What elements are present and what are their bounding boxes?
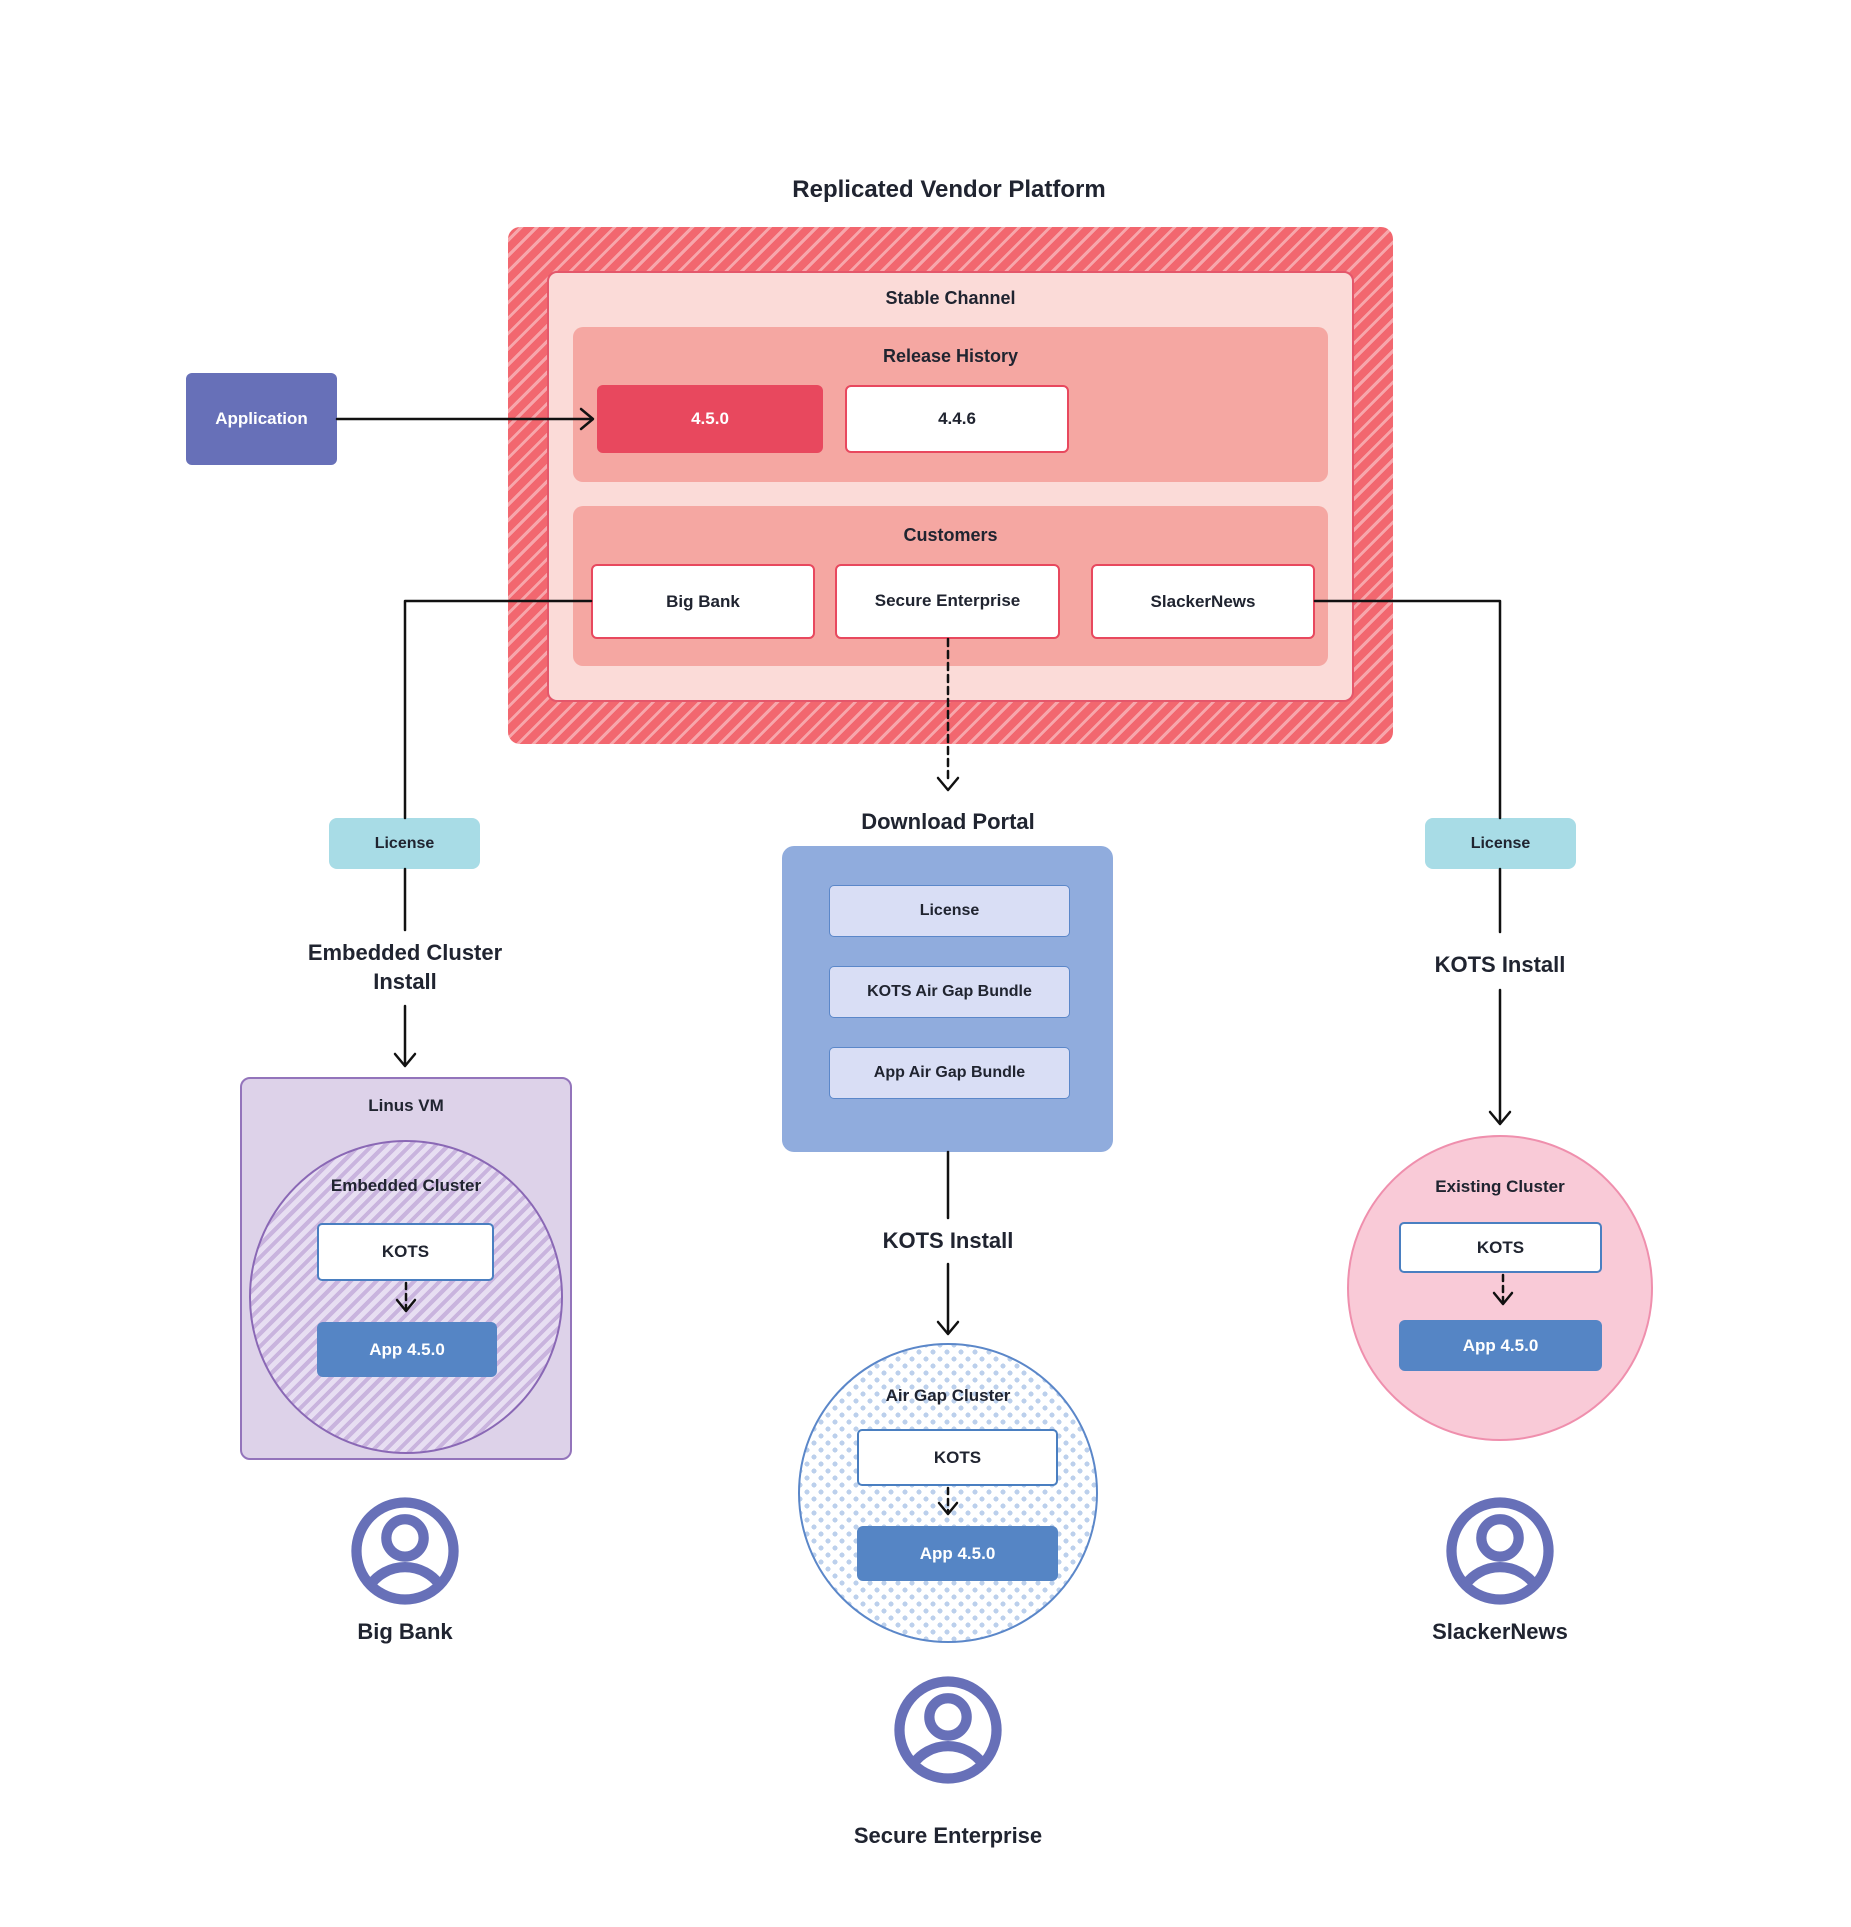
customer-slackernews-box: SlackerNews [1091,564,1315,639]
left-app-box: App 4.5.0 [317,1322,497,1377]
portal-license-item: License [829,885,1070,937]
right-install-label: KOTS Install [1434,951,1566,977]
embedded-cluster-label: Embedded Cluster [330,1176,482,1195]
secure-enterprise-person-icon [894,1676,1002,1784]
release-446-box: 4.4.6 [845,385,1069,453]
middle-app-box: App 4.5.0 [857,1526,1058,1581]
big-bank-person-icon [351,1497,459,1605]
big-bank-person-label: Big Bank [357,1618,453,1644]
slackernews-person-icon [1446,1497,1554,1605]
right-license-box: License [1425,818,1576,869]
download-portal-title: Download Portal [861,808,1035,834]
release-450-box: 4.5.0 [597,385,823,453]
air-gap-cluster-label: Air Gap Cluster [885,1386,1011,1405]
customer-secure-enterprise-box: Secure Enterprise [835,564,1060,639]
existing-cluster-label: Existing Cluster [1435,1177,1565,1196]
linus-vm-label: Linus VM [368,1096,444,1115]
left-install-label: Embedded Cluster Install [307,940,503,994]
portal-kots-bundle-item: KOTS Air Gap Bundle [829,966,1070,1018]
application-box: Application [186,373,337,465]
right-kots-box: KOTS [1399,1222,1602,1273]
customer-big-bank-box: Big Bank [591,564,815,639]
secure-enterprise-person-label: Secure Enterprise [853,1822,1043,1848]
customers-label: Customers [903,524,998,545]
left-license-box: License [329,818,480,869]
middle-install-label: KOTS Install [882,1227,1014,1253]
release-history-label: Release History [882,345,1019,366]
slackernews-person-label: SlackerNews [1432,1618,1568,1644]
left-kots-box: KOTS [317,1223,494,1281]
air-gap-cluster-circle [798,1343,1098,1643]
middle-kots-box: KOTS [857,1429,1058,1486]
diagram-title: Replicated Vendor Platform [792,176,1106,203]
stable-channel-label: Stable Channel [885,287,1016,308]
existing-cluster-circle [1347,1135,1653,1441]
portal-app-bundle-item: App Air Gap Bundle [829,1047,1070,1099]
right-app-box: App 4.5.0 [1399,1320,1602,1371]
